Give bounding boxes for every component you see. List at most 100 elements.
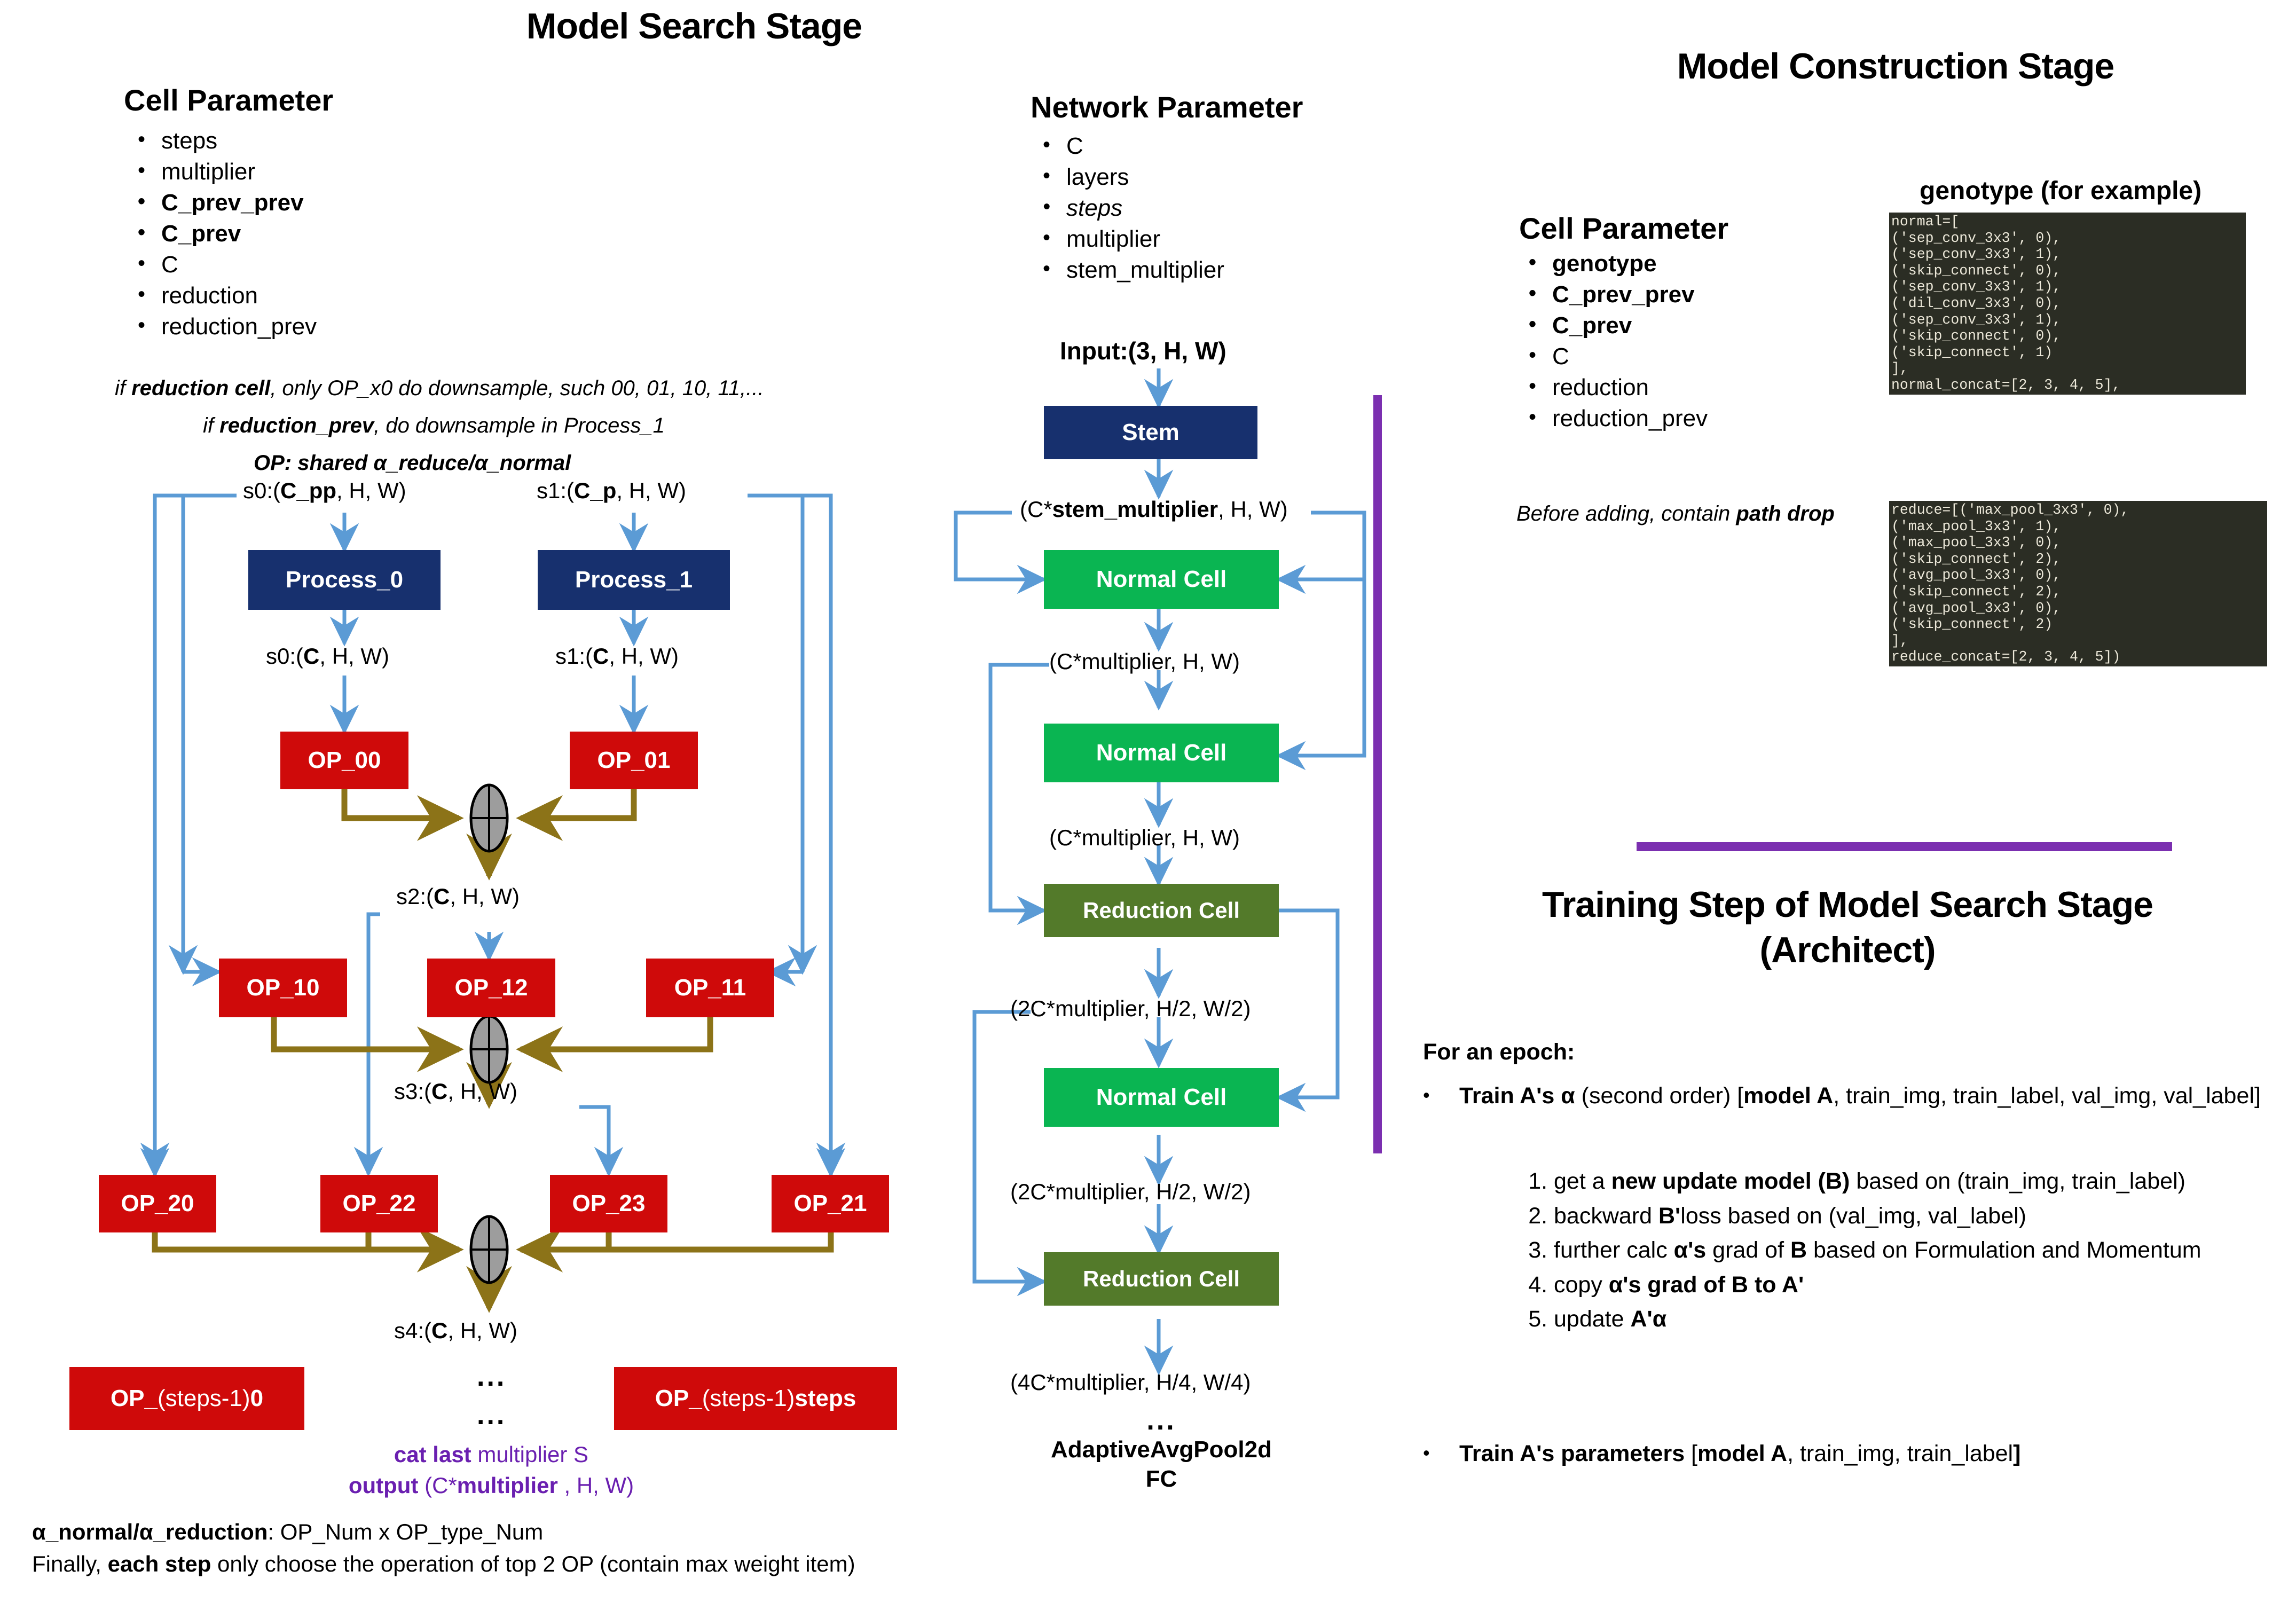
list-item: C_prev (128, 218, 502, 249)
note-prefix: if (203, 414, 220, 437)
list-item: steps (128, 125, 502, 156)
construction-cell-parameter-heading: Cell Parameter (1519, 211, 1729, 245)
list-item: C_prev_prev (1519, 279, 1893, 310)
page-title-model-construction-stage: Model Construction Stage (1677, 46, 2114, 87)
bullet-1-text: Train A's α (second order) [model A, tra… (1459, 1083, 2261, 1109)
genotype-caption: genotype (for example) (1920, 177, 2202, 205)
training-bullet-2: • Train A's parameters [model A, train_i… (1423, 1436, 2277, 1471)
note-emph: reduction_prev (219, 414, 374, 437)
box-label: OP_(steps-1)steps (655, 1385, 856, 1411)
ellipsis-bottom: ... (477, 1400, 507, 1431)
list-item: further calc α's grad of B based on Form… (1554, 1233, 2296, 1268)
box-stem[interactable]: Stem (1044, 406, 1257, 459)
list-item: multiplier (1033, 224, 1439, 255)
note-prefix: Before adding, contain (1516, 502, 1736, 525)
ellipsis-top: ... (477, 1361, 507, 1392)
box-normal-cell-3[interactable]: Normal Cell (1044, 1068, 1279, 1127)
label-2c-multiplier-2: (2C*multiplier, H/2, W/2) (1010, 1179, 1251, 1204)
note-emph: path drop (1736, 502, 1835, 525)
step-3-text: further calc α's grad of B based on Form… (1554, 1237, 2201, 1263)
step-4-text: copy α's grad of B to A' (1554, 1271, 1804, 1298)
step-5-text: update A'α (1554, 1306, 1667, 1332)
label-network-input: Input:(3, H, W) (1060, 337, 1226, 365)
box-op-10[interactable]: OP_10 (219, 959, 347, 1017)
label-c-multiplier-2: (C*multiplier, H, W) (1049, 825, 1240, 850)
box-op-last-left[interactable]: OP_(steps-1)0 (69, 1367, 304, 1430)
box-op-00[interactable]: OP_00 (280, 732, 408, 789)
network-parameter-heading: Network Parameter (1031, 90, 1303, 124)
note-op-shared: OP: shared α_reduce/α_normal (254, 451, 571, 475)
box-op-21[interactable]: OP_21 (772, 1175, 889, 1232)
box-op-01[interactable]: OP_01 (570, 732, 698, 789)
cat-rest: multiplier S (471, 1442, 589, 1467)
footer-line-1: α_normal/α_reduction: OP_Num x OP_type_N… (32, 1519, 543, 1545)
footer-line-2: Finally, each step only choose the opera… (32, 1551, 855, 1577)
footer-emph: α_normal/α_reduction (32, 1519, 268, 1544)
step-2-text: backward B'loss based on (val_img, val_l… (1554, 1203, 2026, 1229)
list-item: get a new update model (B) based on (tra… (1554, 1164, 2296, 1199)
label-stem-output: (C*stem_multiplier, H, W) (1020, 497, 1288, 522)
label-s0-mid: s0:(C, H, W) (266, 643, 389, 669)
training-numbered-list: get a new update model (B) based on (tra… (1495, 1164, 2296, 1337)
box-label: OP_(steps-1)0 (110, 1385, 264, 1411)
list-item: C_prev (1519, 310, 1893, 341)
box-normal-cell-2[interactable]: Normal Cell (1044, 724, 1279, 782)
box-op-22[interactable]: OP_22 (320, 1175, 438, 1232)
cell-parameter-list: steps multiplier C_prev_prev C_prev C re… (128, 125, 502, 343)
list-item: multiplier (128, 156, 502, 187)
training-step-title-line2: (Architect) (1759, 930, 1936, 970)
list-item: C (128, 249, 502, 280)
list-item: C (1519, 341, 1893, 372)
out-emph: output (348, 1473, 419, 1498)
footer-rest: : OP_Num x OP_type_Num (268, 1519, 544, 1544)
note-prefix: if (115, 376, 132, 400)
list-item: reduction_prev (128, 311, 502, 342)
genotype-reduce-code: reduce=[('max_pool_3x3', 0), ('max_pool_… (1889, 501, 2267, 666)
page-title-model-search-stage: Model Search Stage (526, 6, 862, 46)
list-item: genotype (1519, 248, 1893, 279)
box-op-last-right[interactable]: OP_(steps-1)steps (614, 1367, 897, 1430)
list-item: reduction_prev (1519, 403, 1893, 434)
list-item: layers (1033, 162, 1439, 193)
training-bullet-1: • Train A's α (second order) [model A, t… (1423, 1079, 2277, 1113)
box-op-23[interactable]: OP_23 (550, 1175, 667, 1232)
list-item: copy α's grad of B to A' (1554, 1268, 2296, 1302)
ellipsis-network: ... (1146, 1405, 1176, 1436)
list-item: C (1033, 131, 1439, 162)
label-s4: s4:(C, H, W) (394, 1318, 517, 1343)
list-item: steps (1033, 193, 1439, 224)
label-4c-multiplier: (4C*multiplier, H/4, W/4) (1010, 1370, 1251, 1395)
box-op-12[interactable]: OP_12 (427, 959, 555, 1017)
training-step-title-line1: Training Step of Model Search Stage (1542, 884, 2153, 925)
for-an-epoch-label: For an epoch: (1423, 1039, 1575, 1065)
box-reduction-cell-1[interactable]: Reduction Cell (1044, 884, 1279, 937)
vertical-separator (1373, 395, 1382, 1153)
label-s0-top: s0:(C_pp, H, W) (243, 478, 406, 503)
label-2c-multiplier-1: (2C*multiplier, H/2, W/2) (1010, 996, 1251, 1021)
box-normal-cell-1[interactable]: Normal Cell (1044, 550, 1279, 609)
footer-emph: each step (107, 1551, 211, 1576)
box-op-11[interactable]: OP_11 (646, 959, 774, 1017)
label-c-multiplier-1: (C*multiplier, H, W) (1049, 649, 1240, 674)
note-emph: reduction cell (131, 376, 271, 400)
box-process-1[interactable]: Process_1 (538, 550, 730, 610)
box-reduction-cell-2[interactable]: Reduction Cell (1044, 1252, 1279, 1306)
label-s1-top: s1:(C_p, H, W) (537, 478, 687, 503)
label-s2: s2:(C, H, W) (396, 884, 520, 909)
footer-prefix: Finally, (32, 1551, 108, 1576)
label-fc: FC (1145, 1466, 1177, 1492)
network-parameter-list: C layers steps multiplier stem_multiplie… (1033, 131, 1439, 286)
note-rest: , only OP_x0 do downsample, such 00, 01,… (270, 376, 764, 400)
label-s1-mid: s1:(C, H, W) (555, 643, 679, 669)
note-path-drop: Before adding, contain path drop (1516, 502, 1835, 526)
bullet-2-text: Train A's parameters [model A, train_img… (1459, 1441, 2021, 1466)
construction-cell-parameter-list: genotype C_prev_prev C_prev C reduction … (1519, 248, 1893, 434)
note-reduction-prev: if reduction_prev, do downsample in Proc… (203, 414, 665, 438)
bullet-dot: • (1423, 1442, 1430, 1464)
footer-rest: only choose the operation of top 2 OP (c… (211, 1551, 855, 1576)
box-process-0[interactable]: Process_0 (248, 550, 441, 610)
box-op-20[interactable]: OP_20 (99, 1175, 216, 1232)
cat-emph: cat last (394, 1442, 471, 1467)
list-item: reduction (128, 280, 502, 311)
cell-parameter-heading: Cell Parameter (124, 83, 334, 117)
